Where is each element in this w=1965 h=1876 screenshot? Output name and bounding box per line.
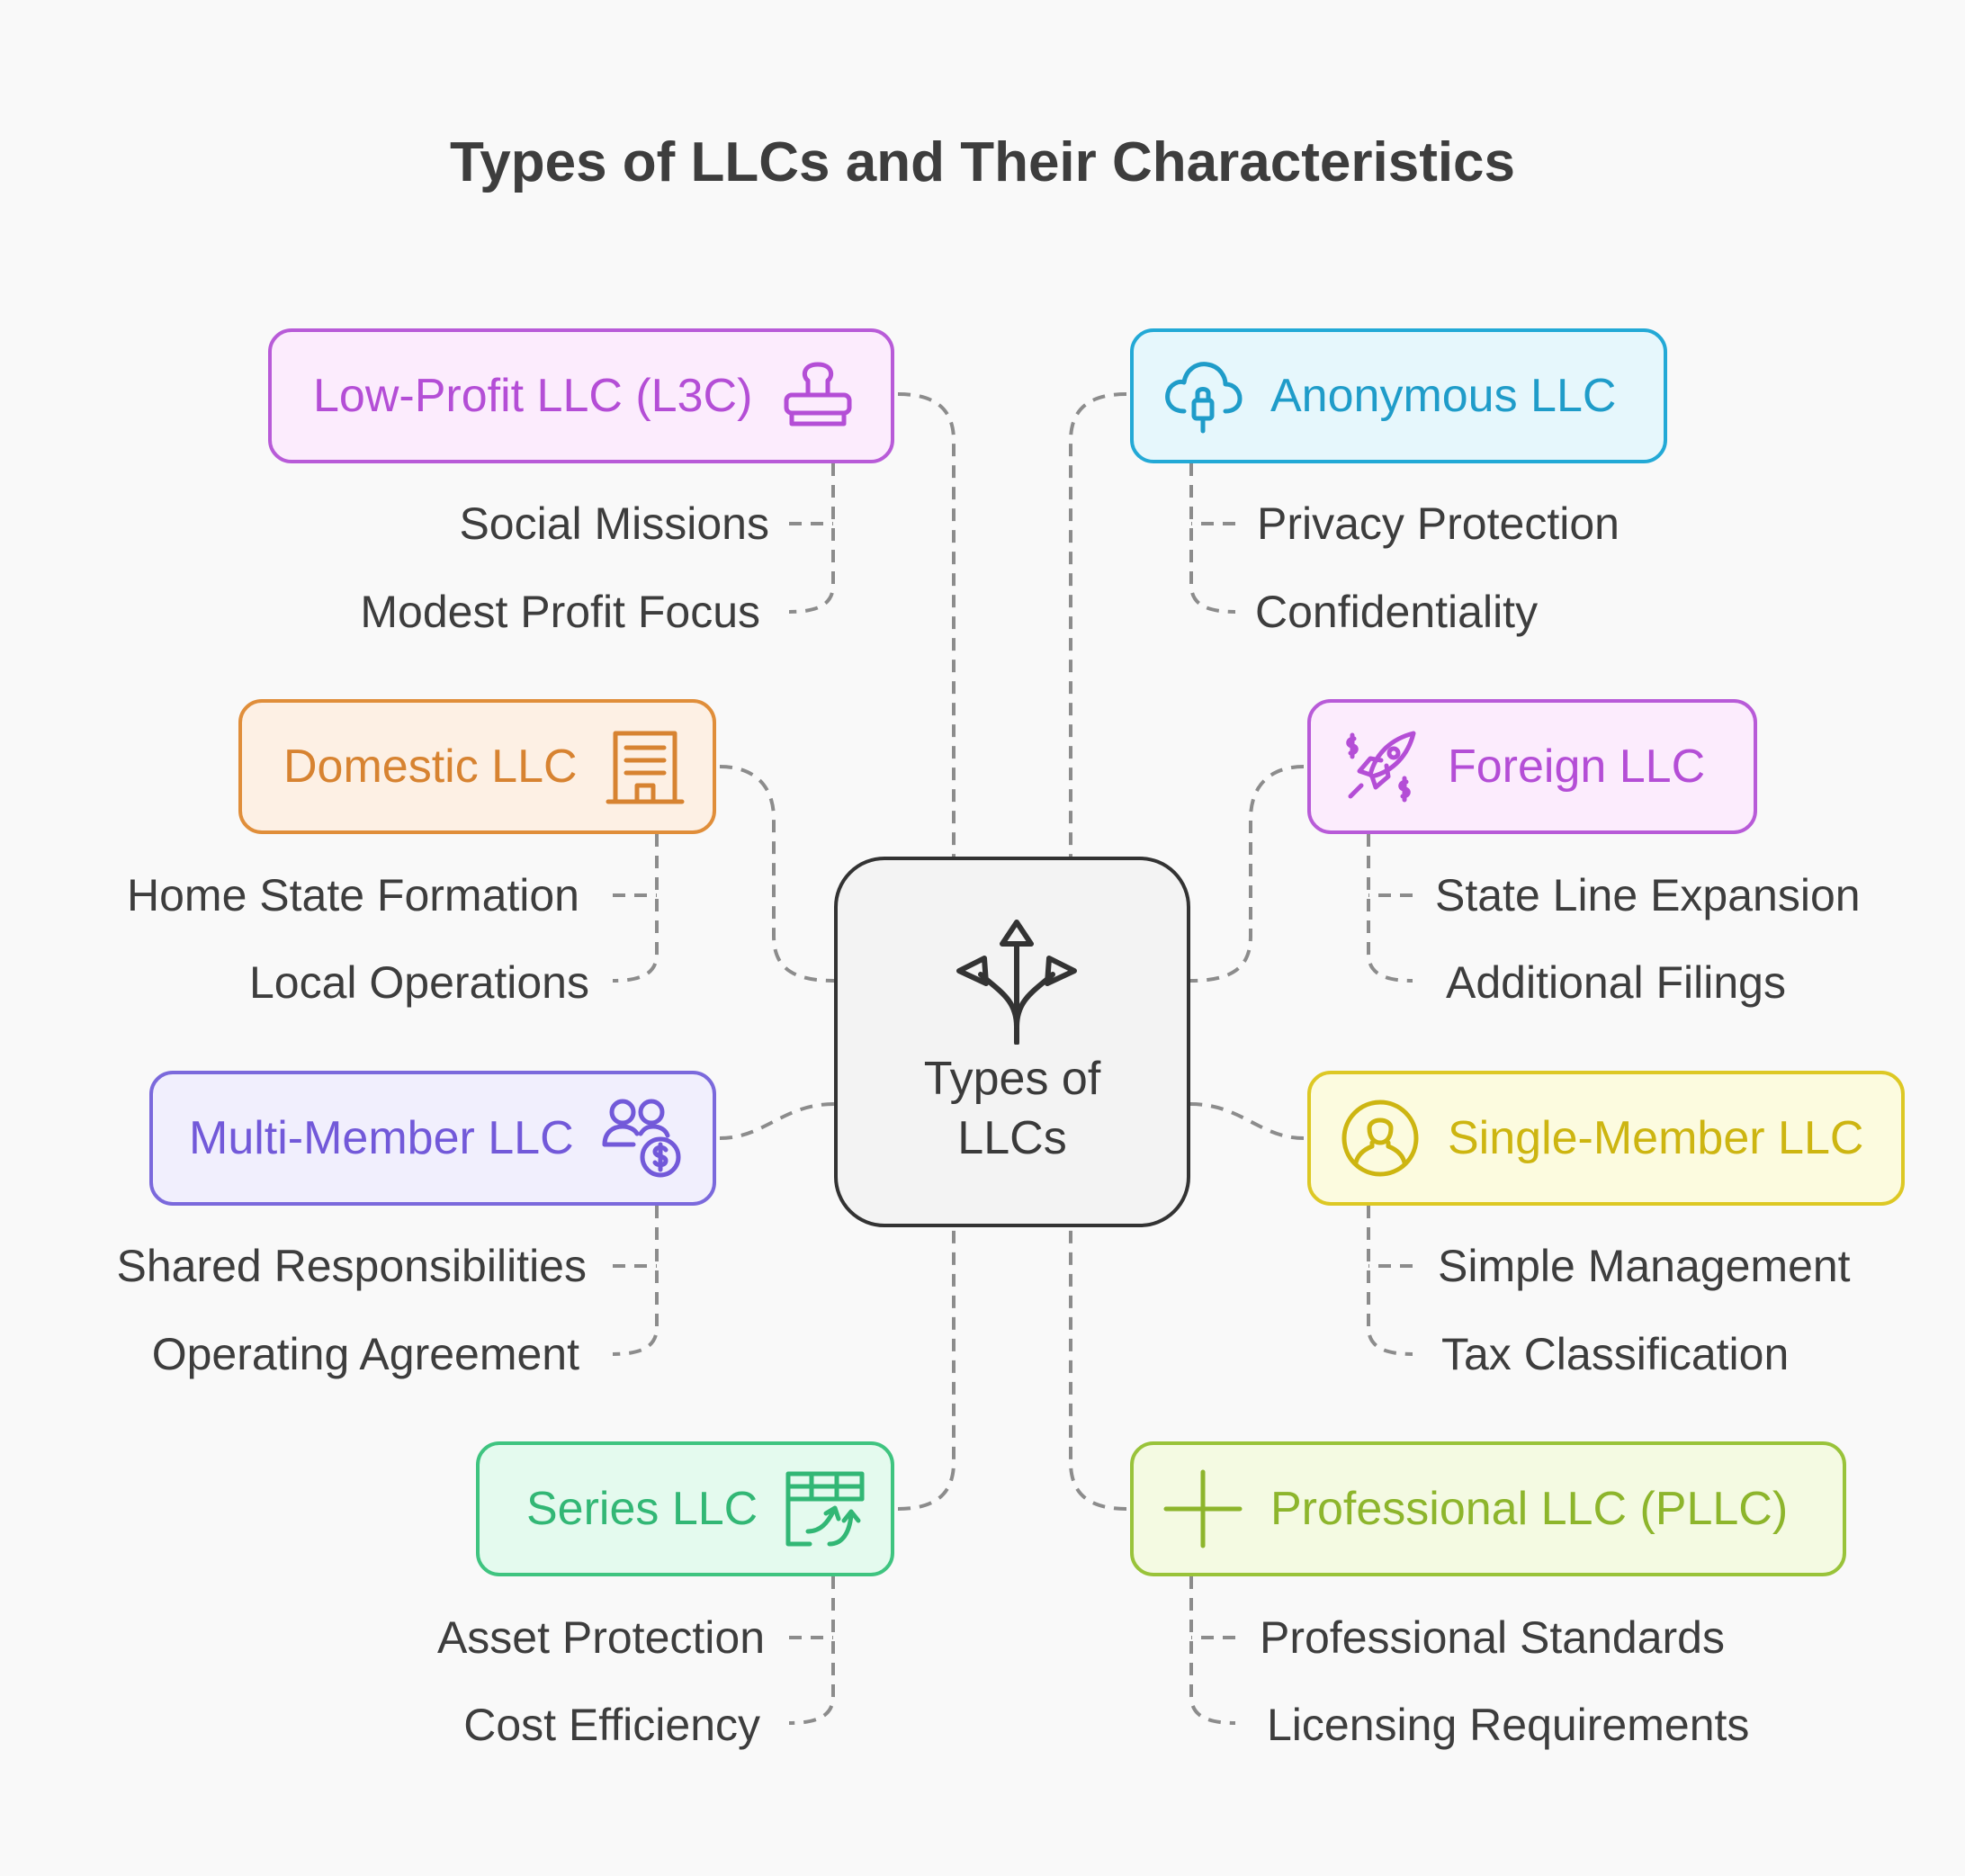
bracket-foreign: [1367, 834, 1413, 983]
cloud-lock-icon: [1165, 362, 1243, 434]
trait-modest-profit-focus: Modest Profit Focus: [360, 587, 760, 637]
bracket-single-member: [1367, 1206, 1413, 1356]
bracket-series: [788, 1576, 835, 1725]
bracket-domestic: [612, 834, 659, 983]
bracket-multi-member: [612, 1206, 659, 1356]
node-label: Anonymous LLC: [1270, 370, 1617, 422]
building-icon: [606, 731, 685, 804]
bracket-professional: [1189, 1576, 1236, 1725]
node-label: Professional LLC (PLLC): [1270, 1483, 1789, 1535]
split-arrows-icon: [956, 920, 1077, 1045]
center-label-line2: LLCs: [957, 1112, 1067, 1164]
trait-additional-filings: Additional Filings: [1446, 957, 1786, 1008]
trait-shared-responsibilities: Shared Responsibilities: [116, 1241, 587, 1291]
trait-local-operations: Local Operations: [248, 957, 589, 1008]
users-dollar-icon: [602, 1099, 681, 1178]
trait-simple-management: Simple Management: [1438, 1241, 1851, 1291]
node-label: Domestic LLC: [283, 741, 578, 793]
connector-series: [897, 1227, 956, 1511]
trait-tax-classification: Tax Classification: [1441, 1329, 1790, 1379]
table-arrows-icon: [785, 1471, 865, 1547]
node-professional-llc: Professional LLC (PLLC): [1130, 1441, 1846, 1576]
node-multi-member-llc: Multi-Member LLC: [149, 1071, 716, 1206]
trait-state-line-expansion: State Line Expansion: [1435, 870, 1861, 920]
node-anonymous-llc: Anonymous LLC: [1130, 328, 1667, 463]
connector-professional: [1069, 1227, 1127, 1511]
rocket-icon: [1346, 731, 1416, 803]
stamp-icon: [784, 362, 852, 426]
node-label: Series LLC: [526, 1483, 758, 1535]
node-label: Low-Profit LLC (L3C): [313, 370, 753, 422]
connector-single-member: [1189, 1102, 1305, 1140]
bracket-anonymous: [1189, 463, 1236, 614]
trait-home-state-formation: Home State Formation: [127, 870, 579, 920]
trait-asset-protection: Asset Protection: [436, 1612, 765, 1663]
node-series-llc: Series LLC: [476, 1441, 894, 1576]
trait-professional-standards: Professional Standards: [1260, 1612, 1725, 1663]
node-foreign-llc: Foreign LLC: [1307, 699, 1757, 834]
node-label: Foreign LLC: [1448, 741, 1706, 793]
trait-social-missions: Social Missions: [459, 498, 769, 549]
trait-licensing-requirements: Licensing Requirements: [1267, 1700, 1750, 1750]
node-label: Single-Member LLC: [1448, 1112, 1864, 1164]
trait-cost-efficiency: Cost Efficiency: [463, 1700, 760, 1750]
node-single-member-llc: Single-Member LLC: [1307, 1071, 1905, 1206]
diagram-title: Types of LLCs and Their Characteristics: [449, 131, 1516, 193]
bracket-low-profit: [788, 463, 835, 614]
plus-icon: [1163, 1469, 1243, 1548]
trait-privacy-protection: Privacy Protection: [1257, 498, 1620, 549]
node-domestic-llc: Domestic LLC: [238, 699, 716, 834]
connector-foreign: [1189, 765, 1305, 983]
node-low-profit-llc: Low-Profit LLC (L3C): [268, 328, 894, 463]
user-circle-icon: [1341, 1100, 1419, 1177]
trait-operating-agreement: Operating Agreement: [151, 1329, 579, 1379]
center-label-line1: Types of: [923, 1053, 1101, 1105]
center-hub: Types of LLCs: [834, 857, 1190, 1227]
connector-multi-member: [719, 1102, 835, 1140]
trait-confidentiality: Confidentiality: [1255, 587, 1539, 637]
node-label: Multi-Member LLC: [189, 1112, 574, 1164]
connector-low-profit: [897, 392, 956, 857]
connector-anonymous: [1069, 392, 1127, 857]
connector-domestic: [719, 765, 835, 983]
